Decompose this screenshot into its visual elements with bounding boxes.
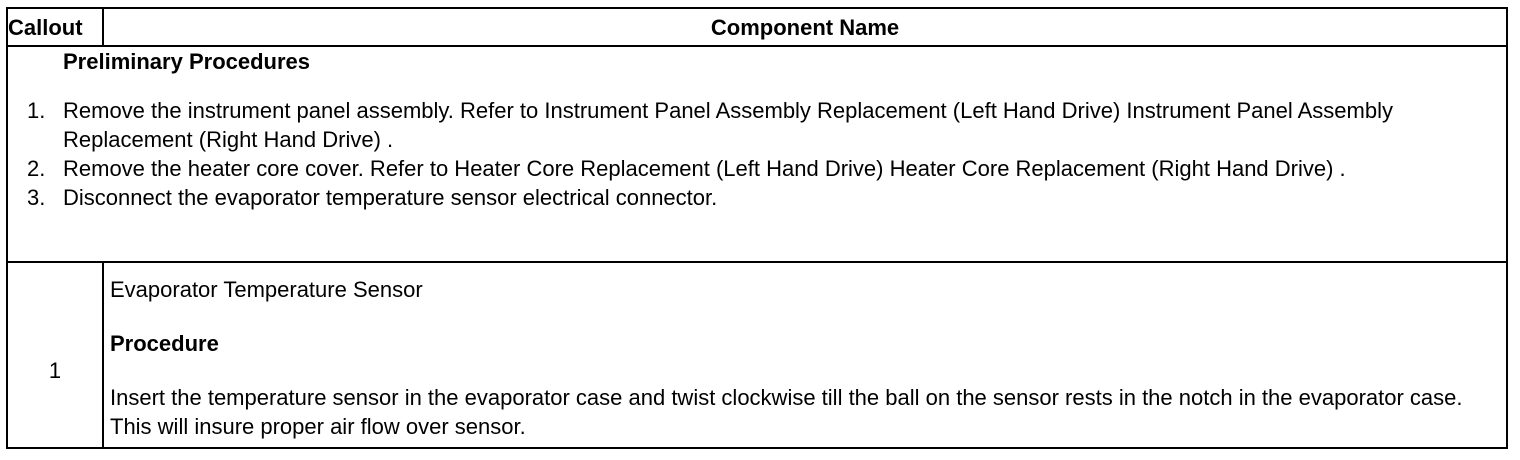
procedure-text: Insert the temperature sensor in the eva… <box>110 385 1463 439</box>
step-text: Disconnect the evaporator temperature se… <box>63 185 718 210</box>
preliminary-steps: 1. Remove the instrument panel assembly.… <box>8 96 1506 212</box>
procedure-label: Procedure <box>110 331 219 356</box>
table-header-row: Callout Component Name <box>6 7 1508 47</box>
step-number: 1. <box>27 98 46 123</box>
preliminary-title: Preliminary Procedures <box>63 49 311 74</box>
preliminary-row: Preliminary Procedures 1. Remove the ins… <box>6 45 1508 263</box>
callout-number: 1 <box>6 261 104 449</box>
step-number: 3. <box>27 185 46 210</box>
list-item: 1. Remove the instrument panel assembly.… <box>8 96 1506 154</box>
preliminary-cell: Preliminary Procedures 1. Remove the ins… <box>6 45 1508 263</box>
step-text: Remove the instrument panel assembly. Re… <box>63 98 1393 152</box>
component-cell: Evaporator Temperature Sensor Procedure … <box>102 261 1508 449</box>
component-name-column-header: Component Name <box>102 7 1508 47</box>
list-item: 3. Disconnect the evaporator temperature… <box>8 183 1506 212</box>
component-row: 1 Evaporator Temperature Sensor Procedur… <box>6 261 1508 449</box>
step-number: 2. <box>27 156 46 181</box>
procedure-table: Callout Component Name Preliminary Proce… <box>6 7 1508 449</box>
list-item: 2. Remove the heater core cover. Refer t… <box>8 154 1506 183</box>
callout-column-header: Callout <box>6 7 104 47</box>
component-name: Evaporator Temperature Sensor <box>110 277 423 302</box>
step-text: Remove the heater core cover. Refer to H… <box>63 156 1346 181</box>
